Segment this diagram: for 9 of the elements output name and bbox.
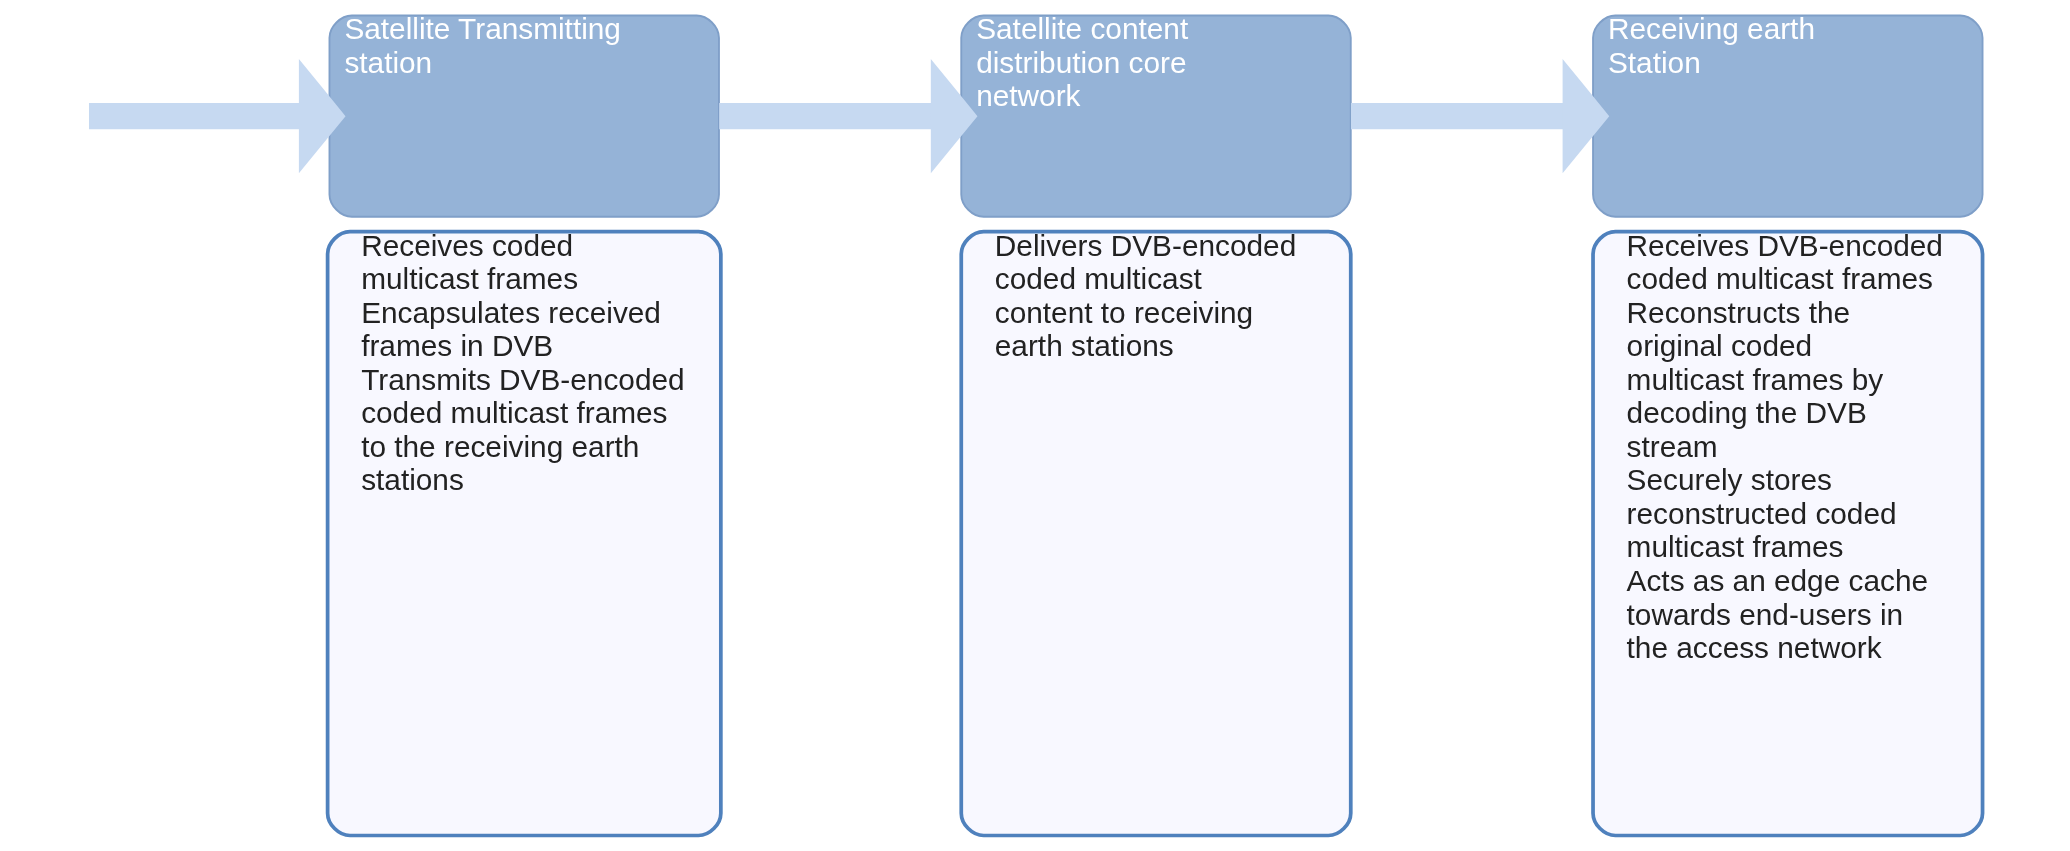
node-box: Satellite Transmitting station (328, 14, 720, 218)
node-box: Satellite content distribution core network (960, 14, 1352, 218)
arrow (89, 58, 346, 174)
arrow (719, 58, 978, 174)
node-box: Receiving earth Station (1592, 14, 1984, 218)
node-box: Delivers DVB-encoded coded multicast content to receiving earth stations (959, 229, 1353, 838)
node-box: Receives DVB-encoded coded multicast frames Reconstructs the original coded multicast frames by decoding the DVB stream Securely stores reconstructed coded multicast frames Acts as an edge cache towards end-users in the access network (1591, 229, 1985, 838)
arrow (1350, 58, 1610, 174)
node-box: Receives coded multicast frames Encapsulates received frames in DVB Transmits DVB-encoded coded multicast frames to the receiving earth stations (325, 229, 723, 838)
